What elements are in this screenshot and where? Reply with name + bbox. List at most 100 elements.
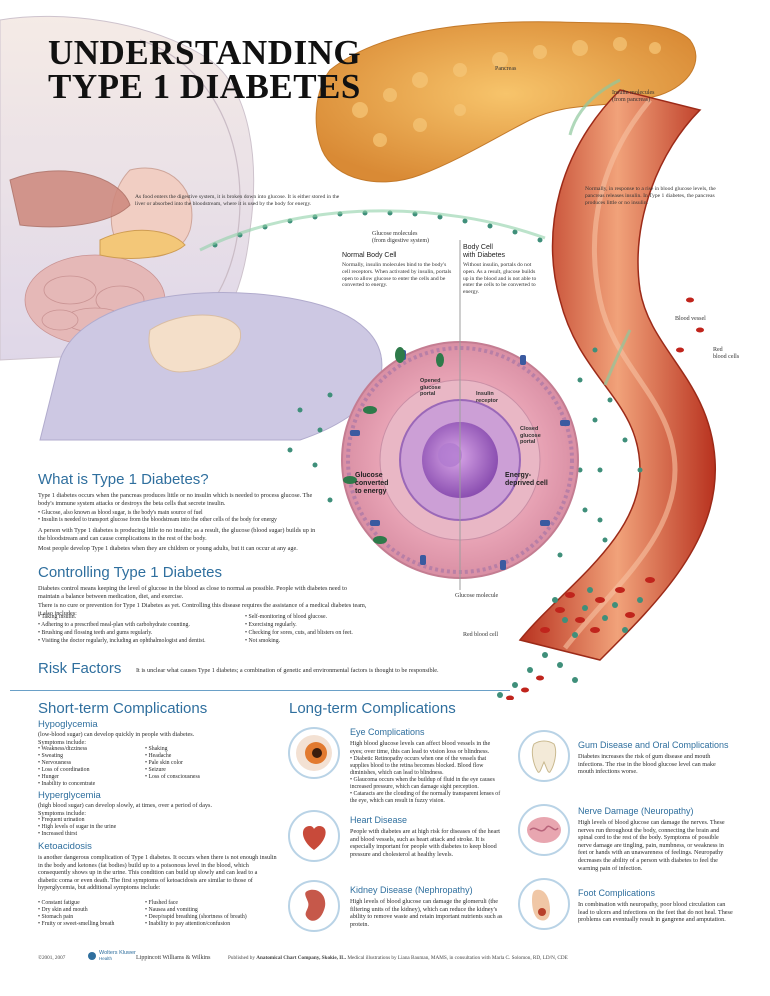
label-pancreas: Pancreas — [495, 66, 517, 72]
heart-text: People with diabetes are at high risk fo… — [350, 828, 500, 858]
symptom-item: Fruity or sweet-smelling breath — [38, 921, 114, 928]
controlling-item: Self-monitoring of blood glucose. — [245, 613, 353, 621]
symptom-item: Increased thirst — [38, 831, 116, 838]
kidney-icon — [288, 880, 340, 932]
symptom-item: Shaking — [145, 746, 200, 753]
lww-logo: Lippincott Williams & Wilkins — [136, 955, 211, 961]
section-divider — [10, 690, 510, 691]
torso-figure — [0, 15, 383, 441]
digestion-text: As food enters the digestive system, it … — [135, 194, 340, 207]
heart-heading: Heart Disease — [350, 815, 408, 825]
blood-vessel-illustration — [518, 89, 716, 661]
poster-title-line2: TYPE 1 DIABETES — [48, 67, 361, 106]
hypoglycemia-intro: (low-blood sugar) can develop quickly in… — [38, 731, 195, 738]
symptom-item: Inability to pay attention/confusion — [145, 921, 247, 928]
eye-item: Diabetic Retinopathy occurs when one of … — [350, 756, 503, 777]
ketoacidosis-text: is another dangerous complication of Typ… — [38, 854, 277, 892]
symptom-item: Pale skin color — [145, 760, 200, 767]
gum-heading: Gum Disease and Oral Complications — [578, 740, 729, 750]
ketoacidosis-heading: Ketoacidosis — [38, 841, 92, 852]
controlling-heading: Controlling Type 1 Diabetes — [38, 564, 222, 581]
symptom-item: Nausea and vomiting — [145, 907, 247, 914]
controlling-item: Visiting the doctor regularly, including… — [38, 637, 205, 645]
label-red-blood-cell: Red blood cell — [463, 632, 498, 638]
label-glucose-molecule: Glucose molecule — [455, 593, 499, 599]
symptom-item: High levels of sugar in the urine — [38, 824, 116, 831]
symptom-item: Headache — [145, 753, 200, 760]
label-red-blood-cells: Red blood cells — [713, 347, 740, 360]
symptom-item: Constant fatigue — [38, 900, 114, 907]
foot-icon — [518, 878, 570, 930]
nerve-heading: Nerve Damage (Neuropathy) — [578, 806, 694, 816]
risk-heading: Risk Factors — [38, 660, 122, 677]
hyperglycemia-list: Frequent urination High levels of sugar … — [38, 817, 116, 838]
poster-title: UNDERSTANDING TYPE 1 DIABETES — [48, 33, 362, 106]
tooth-icon — [518, 730, 570, 782]
label-glucose-molecules: Glucose molecules (from digestive system… — [372, 231, 429, 244]
foot-heading: Foot Complications — [578, 888, 656, 898]
controlling-p1: Diabetes control means keeping the level… — [38, 585, 347, 600]
hypoglycemia-list-right: Shaking Headache Pale skin color Seizure… — [145, 746, 200, 781]
eye-intro: High blood glucose levels can affect blo… — [350, 740, 491, 755]
what-is-bullet-1: Glucose, also known as blood sugar, is t… — [38, 510, 318, 517]
controlling-item: Adhering to a prescribed meal-plan with … — [38, 621, 206, 629]
poster-title-line1: UNDERSTANDING — [48, 33, 362, 72]
what-is-p3: Most people develop Type 1 diabetes when… — [38, 545, 298, 553]
long-term-heading: Long-term Complications — [289, 700, 456, 717]
what-is-heading: What is Type 1 Diabetes? — [38, 471, 209, 488]
symptom-item: Frequent urination — [38, 817, 116, 824]
diabetic-cell-heading: Body Cell with Diabetes — [463, 244, 506, 259]
label-blood-vessel: Blood vessel — [675, 316, 706, 322]
brain-icon — [518, 804, 570, 856]
controlling-list-left: Taking insulin. Adhering to a prescribed… — [38, 613, 206, 645]
hypoglycemia-list-left: Weakness/dizziness Sweating Nervousness … — [38, 746, 95, 788]
hyperglycemia-heading: Hyperglycemia — [38, 790, 101, 801]
symptom-item: Stomach pain — [38, 914, 114, 921]
controlling-item: Checking for sores, cuts, and blisters o… — [245, 629, 352, 637]
eye-icon — [288, 727, 340, 779]
what-is-bullet-2: Insulin is needed to transport glucose f… — [38, 517, 318, 524]
hypoglycemia-symptoms: Symptoms include: — [38, 739, 86, 746]
eye-item: Glaucoma occurs when the buildup of flui… — [350, 777, 503, 791]
symptom-item: Weakness/dizziness — [38, 746, 95, 753]
normal-cell-text: Normally, insulin molecules bind to the … — [342, 262, 452, 289]
controlling-list-right: Self-monitoring of blood glucose. Exerci… — [245, 613, 353, 645]
anatomy-illustration — [0, 15, 716, 700]
publisher-sub: Health — [99, 956, 113, 961]
pancreas-text: Normally, in response to a rise in blood… — [585, 186, 716, 206]
symptom-item: Dry skin and mouth — [38, 907, 114, 914]
kidney-text: High levels of blood glucose can damage … — [350, 898, 503, 928]
eye-item: Cataracts are the clouding of the normal… — [350, 791, 503, 805]
credits-pre: Published by — [228, 955, 257, 961]
symptom-item: Sweating — [38, 753, 95, 760]
credits-post: Medical illustrations by Liana Bauman, M… — [346, 955, 568, 961]
body-cell-illustration — [287, 240, 608, 590]
publisher-logo-icon — [88, 952, 96, 960]
what-is-section: Type 1 diabetes occurs when the pancreas… — [38, 492, 318, 553]
publisher-name: Wolters Kluwer — [99, 950, 136, 956]
symptom-item: Flushed face — [145, 900, 247, 907]
controlling-item: Brushing and flossing teeth and gums reg… — [38, 629, 206, 637]
what-is-p1: Type 1 diabetes occurs when the pancreas… — [38, 492, 313, 507]
short-term-heading: Short-term Complications — [38, 700, 208, 717]
blood-cells-cluster — [497, 297, 704, 700]
symptom-item: Inability to concentrate — [38, 781, 95, 788]
label-glucose-converted: Glucose converted to energy — [355, 472, 389, 495]
diabetic-cell-text: Without insulin, portals do not open. As… — [463, 262, 537, 296]
what-is-p2: A person with Type 1 diabetes is produci… — [38, 527, 316, 542]
label-energy-deprived: Energy- deprived cell — [505, 472, 548, 487]
normal-cell-heading: Normal Body Cell — [342, 252, 397, 259]
label-opened-portal: Opened glucose portal — [420, 378, 441, 397]
publisher-logo: Wolters Kluwer Health — [88, 950, 136, 962]
kidney-heading: Kidney Disease (Nephropathy) — [350, 885, 473, 895]
controlling-item: Not smoking. — [245, 637, 353, 645]
hyperglycemia-intro: (high blood sugar) can develop slowly, a… — [38, 802, 213, 809]
risk-text: It is unclear what causes Type 1 diabete… — [136, 667, 439, 674]
copyright: ©2001, 2007 — [38, 955, 66, 961]
symptom-item: Nervousness — [38, 760, 95, 767]
controlling-item: Exercising regularly. — [245, 621, 353, 629]
credits: Published by Anatomical Chart Company, S… — [228, 955, 568, 961]
ketoacidosis-list-left: Constant fatigue Dry skin and mouth Stom… — [38, 900, 114, 928]
symptom-item: Seizure — [145, 767, 200, 774]
symptom-item: Hunger — [38, 774, 95, 781]
